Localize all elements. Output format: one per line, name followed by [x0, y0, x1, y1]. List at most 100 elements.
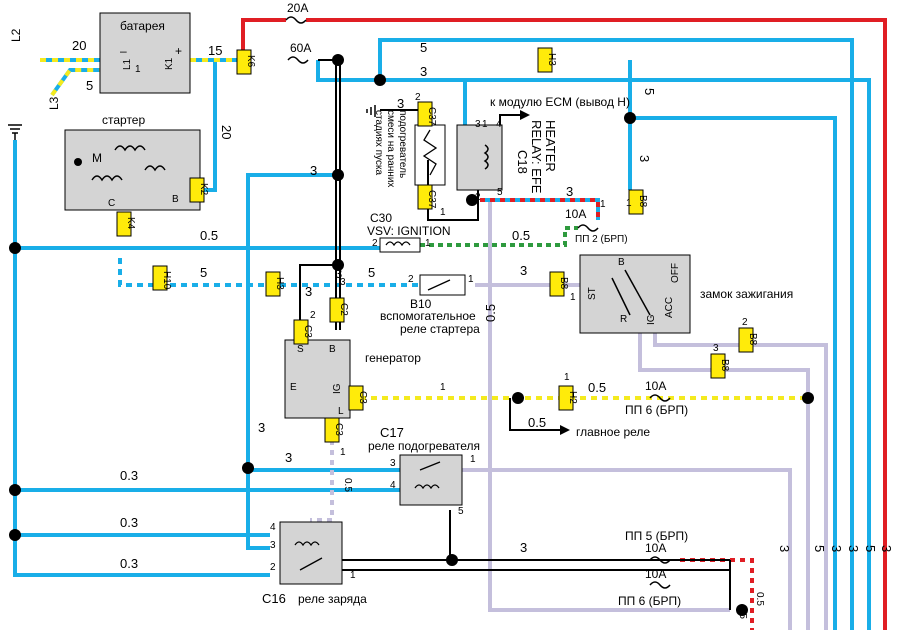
svg-text:C2: C2	[338, 303, 349, 316]
heater-label2: смеси на ранних	[385, 110, 396, 187]
svg-text:2: 2	[372, 238, 378, 249]
battery-label: батарея	[120, 19, 165, 33]
vsv-ignition: C30 VSV: IGNITION	[367, 211, 451, 253]
vsv-code: C30	[370, 211, 392, 225]
aux-starter-relay: B10 вспомогательное реле стартера	[380, 274, 480, 336]
wire-size: 0.5	[483, 304, 498, 322]
svg-text:H10: H10	[161, 271, 172, 290]
wire-blue-yellow	[40, 58, 240, 97]
fuse-pp6a-symbol	[649, 394, 671, 402]
wire-size: 3	[335, 266, 342, 281]
svg-text:2: 2	[270, 562, 276, 573]
connector-k4: K4	[116, 211, 136, 237]
wire-size: 3	[566, 184, 573, 199]
wire-size: 0.5	[737, 605, 748, 619]
wire-size: 3	[258, 420, 265, 435]
svg-text:4: 4	[390, 480, 396, 491]
ecm-arrow	[520, 110, 530, 120]
svg-text:1: 1	[570, 292, 576, 303]
preheat-relay: C17 реле подогревателя	[368, 425, 480, 506]
battery: батарея – + L1 K1	[99, 12, 191, 94]
svg-text:1: 1	[440, 207, 446, 218]
wire-blue-dashed	[118, 258, 420, 287]
connector-k2: K2	[189, 177, 209, 203]
starter-node	[74, 158, 82, 166]
svg-text:1: 1	[425, 238, 431, 249]
svg-text:K4: K4	[125, 217, 136, 230]
charge-relay-code: C16	[262, 591, 286, 606]
svg-text:1: 1	[440, 382, 446, 393]
wire-green-dashed	[420, 226, 578, 247]
fuses: 20A 60A 10A ПП 2 (БРП) 10A ПП 6 (БРП) 10…	[285, 1, 688, 608]
battery-minus: –	[120, 44, 127, 58]
wire-size: 3	[397, 96, 404, 111]
svg-text:3: 3	[390, 458, 396, 469]
svg-text:1: 1	[350, 570, 356, 581]
svg-text:C3: C3	[333, 423, 344, 436]
wire-size: 3	[285, 450, 292, 465]
charge-relay: C16 реле заряда	[262, 521, 367, 606]
svg-text:2: 2	[408, 274, 414, 285]
ground-l3: L3	[47, 96, 61, 110]
wire-lavender-dashed	[310, 283, 580, 522]
generator-label: генератор	[365, 351, 421, 365]
ignition-contact-1	[624, 269, 651, 316]
fuse-60a: 60A	[290, 41, 311, 55]
starter-coil-2	[91, 175, 123, 182]
svg-text:H2: H2	[567, 391, 578, 404]
connector-tags: K6 K2 K4 H3 B8 C37 C37 H10 H3 B8 C2 C3 C…	[116, 47, 758, 443]
relay-efe-label2: HEATER	[543, 120, 558, 172]
wire-black	[299, 59, 731, 610]
junctions	[9, 54, 814, 616]
fuse-pp2-symbol	[577, 224, 599, 232]
svg-text:4: 4	[496, 119, 502, 130]
wire-size: 3	[420, 64, 427, 79]
starter-b: B	[172, 194, 179, 205]
preheat-relay-label: реле подогревателя	[368, 439, 480, 453]
wire-size: 3	[310, 163, 317, 178]
generator-e: E	[290, 382, 297, 393]
wire-size: 3	[879, 545, 894, 552]
main-relay-arrow	[560, 425, 570, 435]
wire-size: 5	[86, 78, 93, 93]
wire-blue-main	[13, 38, 871, 630]
wire-size: 0.5	[588, 380, 606, 395]
generator-s: S	[297, 344, 304, 355]
wire-size: 15	[208, 43, 222, 58]
ignition-switch-label: замок зажигания	[700, 287, 793, 301]
wire-size: 0.3	[120, 468, 138, 483]
svg-text:B8: B8	[719, 359, 730, 372]
fuse-10a-pp5: 10A	[645, 541, 666, 555]
starter-coil-3	[144, 165, 166, 172]
wire-size: 0.5	[342, 478, 353, 492]
svg-text:4: 4	[270, 522, 276, 533]
connector-k6: K6	[236, 49, 256, 75]
connector-b8-r1: B8	[738, 327, 758, 353]
heater-label1: подогреватель	[397, 110, 408, 178]
connector-b8-aux: B8	[549, 271, 569, 297]
ignition-b: B	[618, 257, 625, 268]
wire-size: 20	[72, 38, 86, 53]
connector-h3-left: H3	[265, 271, 285, 297]
wire-size: 5	[368, 265, 375, 280]
ignition-off: OFF	[670, 263, 681, 283]
starter-c: C	[108, 198, 115, 209]
svg-text:3: 3	[340, 277, 346, 288]
wire-size: 3	[829, 545, 844, 552]
fuse-pp5-label: ПП 5 (БРП)	[625, 529, 688, 543]
fuse-pp2-label: ПП 2 (БРП)	[575, 234, 628, 245]
svg-text:1: 1	[468, 274, 474, 285]
wire-size: 0.3	[120, 556, 138, 571]
connector-c3-l: C3	[324, 417, 344, 443]
svg-text:B8: B8	[747, 333, 758, 346]
svg-text:C37: C37	[426, 190, 437, 209]
fuse-10a-pp6b: 10A	[645, 567, 666, 581]
preheat-relay-code: C17	[380, 425, 404, 440]
wire-size: 5	[420, 40, 427, 55]
svg-text:2: 2	[415, 92, 421, 103]
vsv-label: VSV: IGNITION	[367, 224, 451, 238]
ignition-ig: IG	[646, 314, 657, 325]
relay-efe-code: C18	[515, 150, 530, 174]
svg-text:2: 2	[742, 317, 748, 328]
ignition-contact-2	[611, 277, 631, 316]
